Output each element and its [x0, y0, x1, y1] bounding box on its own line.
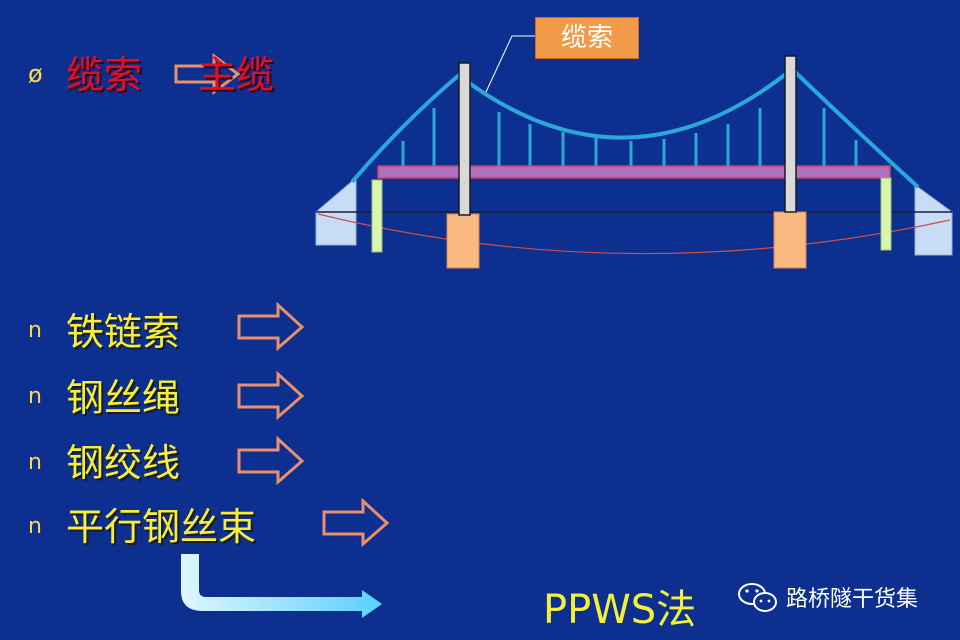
hanger-set [401, 108, 858, 166]
wechat-icon [738, 583, 777, 612]
item-parallel-wire-strand: 平行钢丝束 [66, 505, 257, 549]
title-main-cable: 主缆 [198, 53, 275, 97]
item-steel-strand: 钢绞线 [66, 441, 181, 485]
ppws-method-label: PPWS法 [543, 587, 697, 633]
main-cable-right-span [789, 66, 920, 189]
bridge-deck [377, 165, 891, 179]
watermark: 路桥隧干货集 [778, 581, 918, 613]
item-bullet-4: n [28, 514, 42, 539]
item-iron-chain-cable: 铁链索 [66, 310, 181, 354]
main-cable-left-span [350, 68, 467, 184]
left-tower-foundation [446, 213, 480, 269]
right-anchorage [914, 184, 953, 256]
bent-arrow-icon [181, 554, 382, 618]
item-bullet-2: n [28, 384, 42, 409]
arrow-icon-3 [237, 435, 305, 486]
right-tower-foundation [773, 211, 807, 269]
callout-leader [485, 35, 535, 93]
item-wire-rope: 钢丝绳 [66, 376, 181, 420]
main-cable-center [463, 68, 793, 140]
arrow-icon-4 [322, 497, 390, 548]
left-tower [458, 62, 471, 216]
title-cable: 缆索 [66, 53, 143, 97]
arrow-icon-2 [237, 370, 305, 421]
header-bullet: ø [28, 60, 43, 88]
callout-label: 缆索 [535, 17, 639, 59]
suspension-bridge-diagram [315, 35, 953, 269]
item-bullet-3: n [28, 450, 42, 475]
item-bullet-1: n [28, 318, 42, 343]
arrow-icon-1 [237, 301, 305, 352]
header-arrow-icon [174, 53, 241, 95]
watermark-text: 路桥隧干货集 [786, 587, 919, 612]
right-side-pier [880, 177, 892, 251]
right-tower [784, 55, 797, 213]
left-side-pier [371, 179, 383, 253]
